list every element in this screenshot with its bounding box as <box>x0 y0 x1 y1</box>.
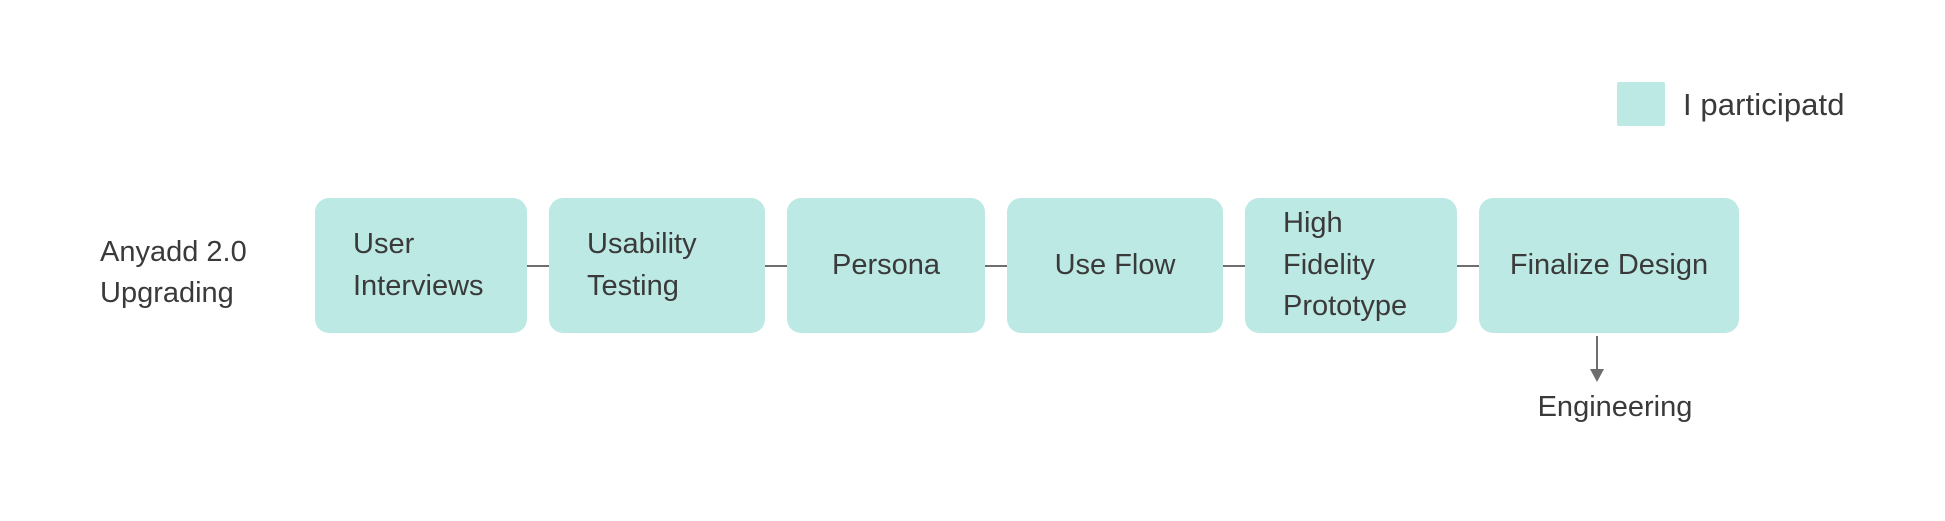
legend-label-participated: I participatd <box>1683 86 1845 122</box>
flow-node-label: Usability Testing <box>587 227 697 302</box>
flow-node-usability-testing[interactable]: Usability Testing <box>549 198 765 333</box>
flow-node-label: High Fidelity Prototype <box>1283 206 1408 323</box>
legend: I participatd <box>1617 82 1845 126</box>
row-label-project: Anyadd 2.0 Upgrading <box>100 236 247 310</box>
process-flow-row: User Interviews Usability Testing Person… <box>315 198 1739 333</box>
flow-node-label: Persona <box>831 248 940 281</box>
flow-node-high-fidelity-prototype[interactable]: High Fidelity Prototype <box>1245 198 1457 333</box>
connector-4 <box>1223 264 1245 267</box>
flow-node-persona[interactable]: Persona <box>787 198 985 333</box>
flow-node-label: Finalize Design <box>1509 248 1709 281</box>
arrow-shaft <box>1596 336 1598 372</box>
terminal-label-engineering: Engineering <box>1537 391 1693 423</box>
connector-5 <box>1457 264 1479 267</box>
legend-swatch-participated <box>1617 82 1665 126</box>
flow-node-label: Use Flow <box>1054 248 1176 281</box>
flow-node-user-interviews[interactable]: User Interviews <box>315 198 527 333</box>
flow-node-label: User Interviews <box>353 227 484 302</box>
connector-1 <box>527 264 549 267</box>
connector-2 <box>765 264 787 267</box>
arrow-head <box>1590 369 1604 382</box>
flow-node-finalize-design[interactable]: Finalize Design <box>1479 198 1739 333</box>
flow-node-use-flow[interactable]: Use Flow <box>1007 198 1223 333</box>
connector-3 <box>985 264 1007 267</box>
down-arrow-icon <box>1590 336 1604 382</box>
